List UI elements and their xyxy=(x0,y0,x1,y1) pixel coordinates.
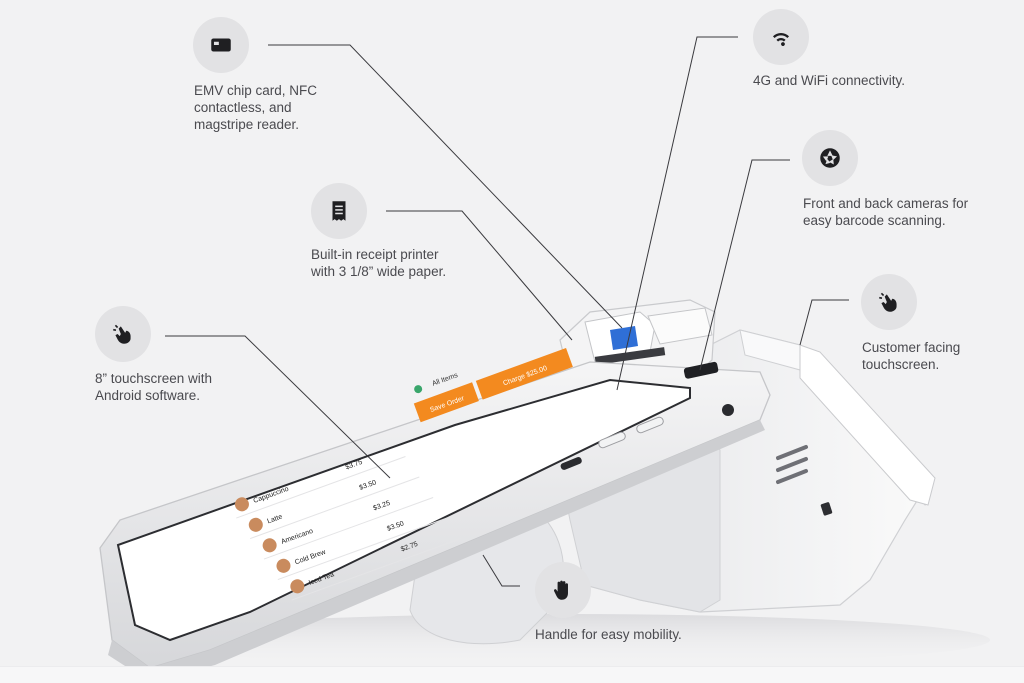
callout-handle-line: Handle for easy mobility. xyxy=(535,627,682,642)
callout-printer-line: with 3 1/8” wide paper. xyxy=(311,264,447,279)
leader-line-connectivity xyxy=(616,36,738,391)
callout-customer-line: Customer facing xyxy=(862,340,961,355)
callout-handle-text: Handle for easy mobility. xyxy=(535,626,682,643)
callout-printer-icon-circle xyxy=(311,183,367,239)
screen-item-thumbnail xyxy=(262,538,277,553)
card-icon xyxy=(211,38,231,52)
leader-line-printer xyxy=(386,210,573,341)
floor-strip xyxy=(0,666,1024,683)
screen-item-divider xyxy=(249,476,420,540)
callout-emv-icon-circle xyxy=(193,17,249,73)
screen-charge-button-left xyxy=(413,382,479,423)
side-button-1 xyxy=(598,431,626,449)
callout-cameras-line: Front and back cameras for xyxy=(803,196,969,211)
card-slot-blue xyxy=(610,326,638,350)
leader-line-cameras xyxy=(699,159,790,371)
callout-cameras-line: easy barcode scanning. xyxy=(803,213,946,228)
camera-aperture-icon xyxy=(820,148,840,168)
tablet-screen xyxy=(116,378,691,642)
callout-emv-line: contactless, and xyxy=(194,100,292,115)
dock-port xyxy=(820,502,833,516)
screen-item-divider xyxy=(263,497,434,560)
screen-status-dot xyxy=(414,385,423,394)
screen-item-divider xyxy=(291,538,462,601)
callout-connectivity-icon-circle xyxy=(753,9,809,65)
callout-handle-icon-circle xyxy=(535,562,591,618)
wifi-icon xyxy=(772,33,790,46)
leader-line-emv xyxy=(268,44,623,329)
open-hand-icon xyxy=(553,580,568,600)
usb-port xyxy=(560,457,582,470)
screen-item-thumbnail xyxy=(234,497,249,512)
audio-jack xyxy=(722,404,734,416)
callout-connectivity-line: 4G and WiFi connectivity. xyxy=(753,73,906,88)
leader-line-handle xyxy=(482,554,520,587)
speaker-grill xyxy=(776,445,808,484)
screen-item-thumbnail xyxy=(248,517,263,532)
screen-item-thumbnail xyxy=(290,579,305,594)
callout-cameras-text: Front and back cameras for easy barcode … xyxy=(803,195,968,229)
ground-shadow xyxy=(130,614,990,666)
callout-printer-text: Built-in receipt printer with 3 1/8” wid… xyxy=(311,246,446,280)
callout-touchscreen-text: 8” touchscreen with Android software. xyxy=(95,370,212,404)
screen-item-name: Latte xyxy=(266,513,283,525)
screen-charge-button-right xyxy=(475,348,573,400)
printer-dark-slot xyxy=(594,347,666,365)
callout-touchscreen-icon-circle xyxy=(95,306,151,362)
callout-cameras-icon-circle xyxy=(802,130,858,186)
callout-connectivity-text: 4G and WiFi connectivity. xyxy=(753,72,905,89)
callout-emv-text: EMV chip card, NFC contactless, and mags… xyxy=(194,82,317,133)
callout-customer-icon-circle xyxy=(861,274,917,330)
touch-hand-icon xyxy=(879,292,897,312)
tablet-edge xyxy=(108,420,765,682)
touch-hand-icon xyxy=(113,324,131,344)
callout-customer-text: Customer facing touchscreen. xyxy=(862,339,960,373)
receipt-icon xyxy=(332,201,346,221)
callout-printer-line: Built-in receipt printer xyxy=(311,247,439,262)
leader-line-customer xyxy=(799,299,849,346)
customer-screen-panel xyxy=(799,344,936,506)
callout-touchscreen-line: Android software. xyxy=(95,388,201,403)
printer-roll xyxy=(647,307,713,345)
side-button-2 xyxy=(636,416,664,434)
screen-item-divider xyxy=(277,517,448,581)
callout-emv-line: magstripe reader. xyxy=(194,117,300,132)
screen-item-thumbnail xyxy=(276,558,291,573)
callout-emv-line: EMV chip card, NFC xyxy=(194,83,318,98)
screen-item-divider xyxy=(236,456,406,519)
leader-line-touchscreen xyxy=(165,335,391,479)
callout-customer-line: touchscreen. xyxy=(862,357,940,372)
front-camera xyxy=(683,361,719,379)
callout-touchscreen-line: 8” touchscreen with xyxy=(95,371,213,386)
